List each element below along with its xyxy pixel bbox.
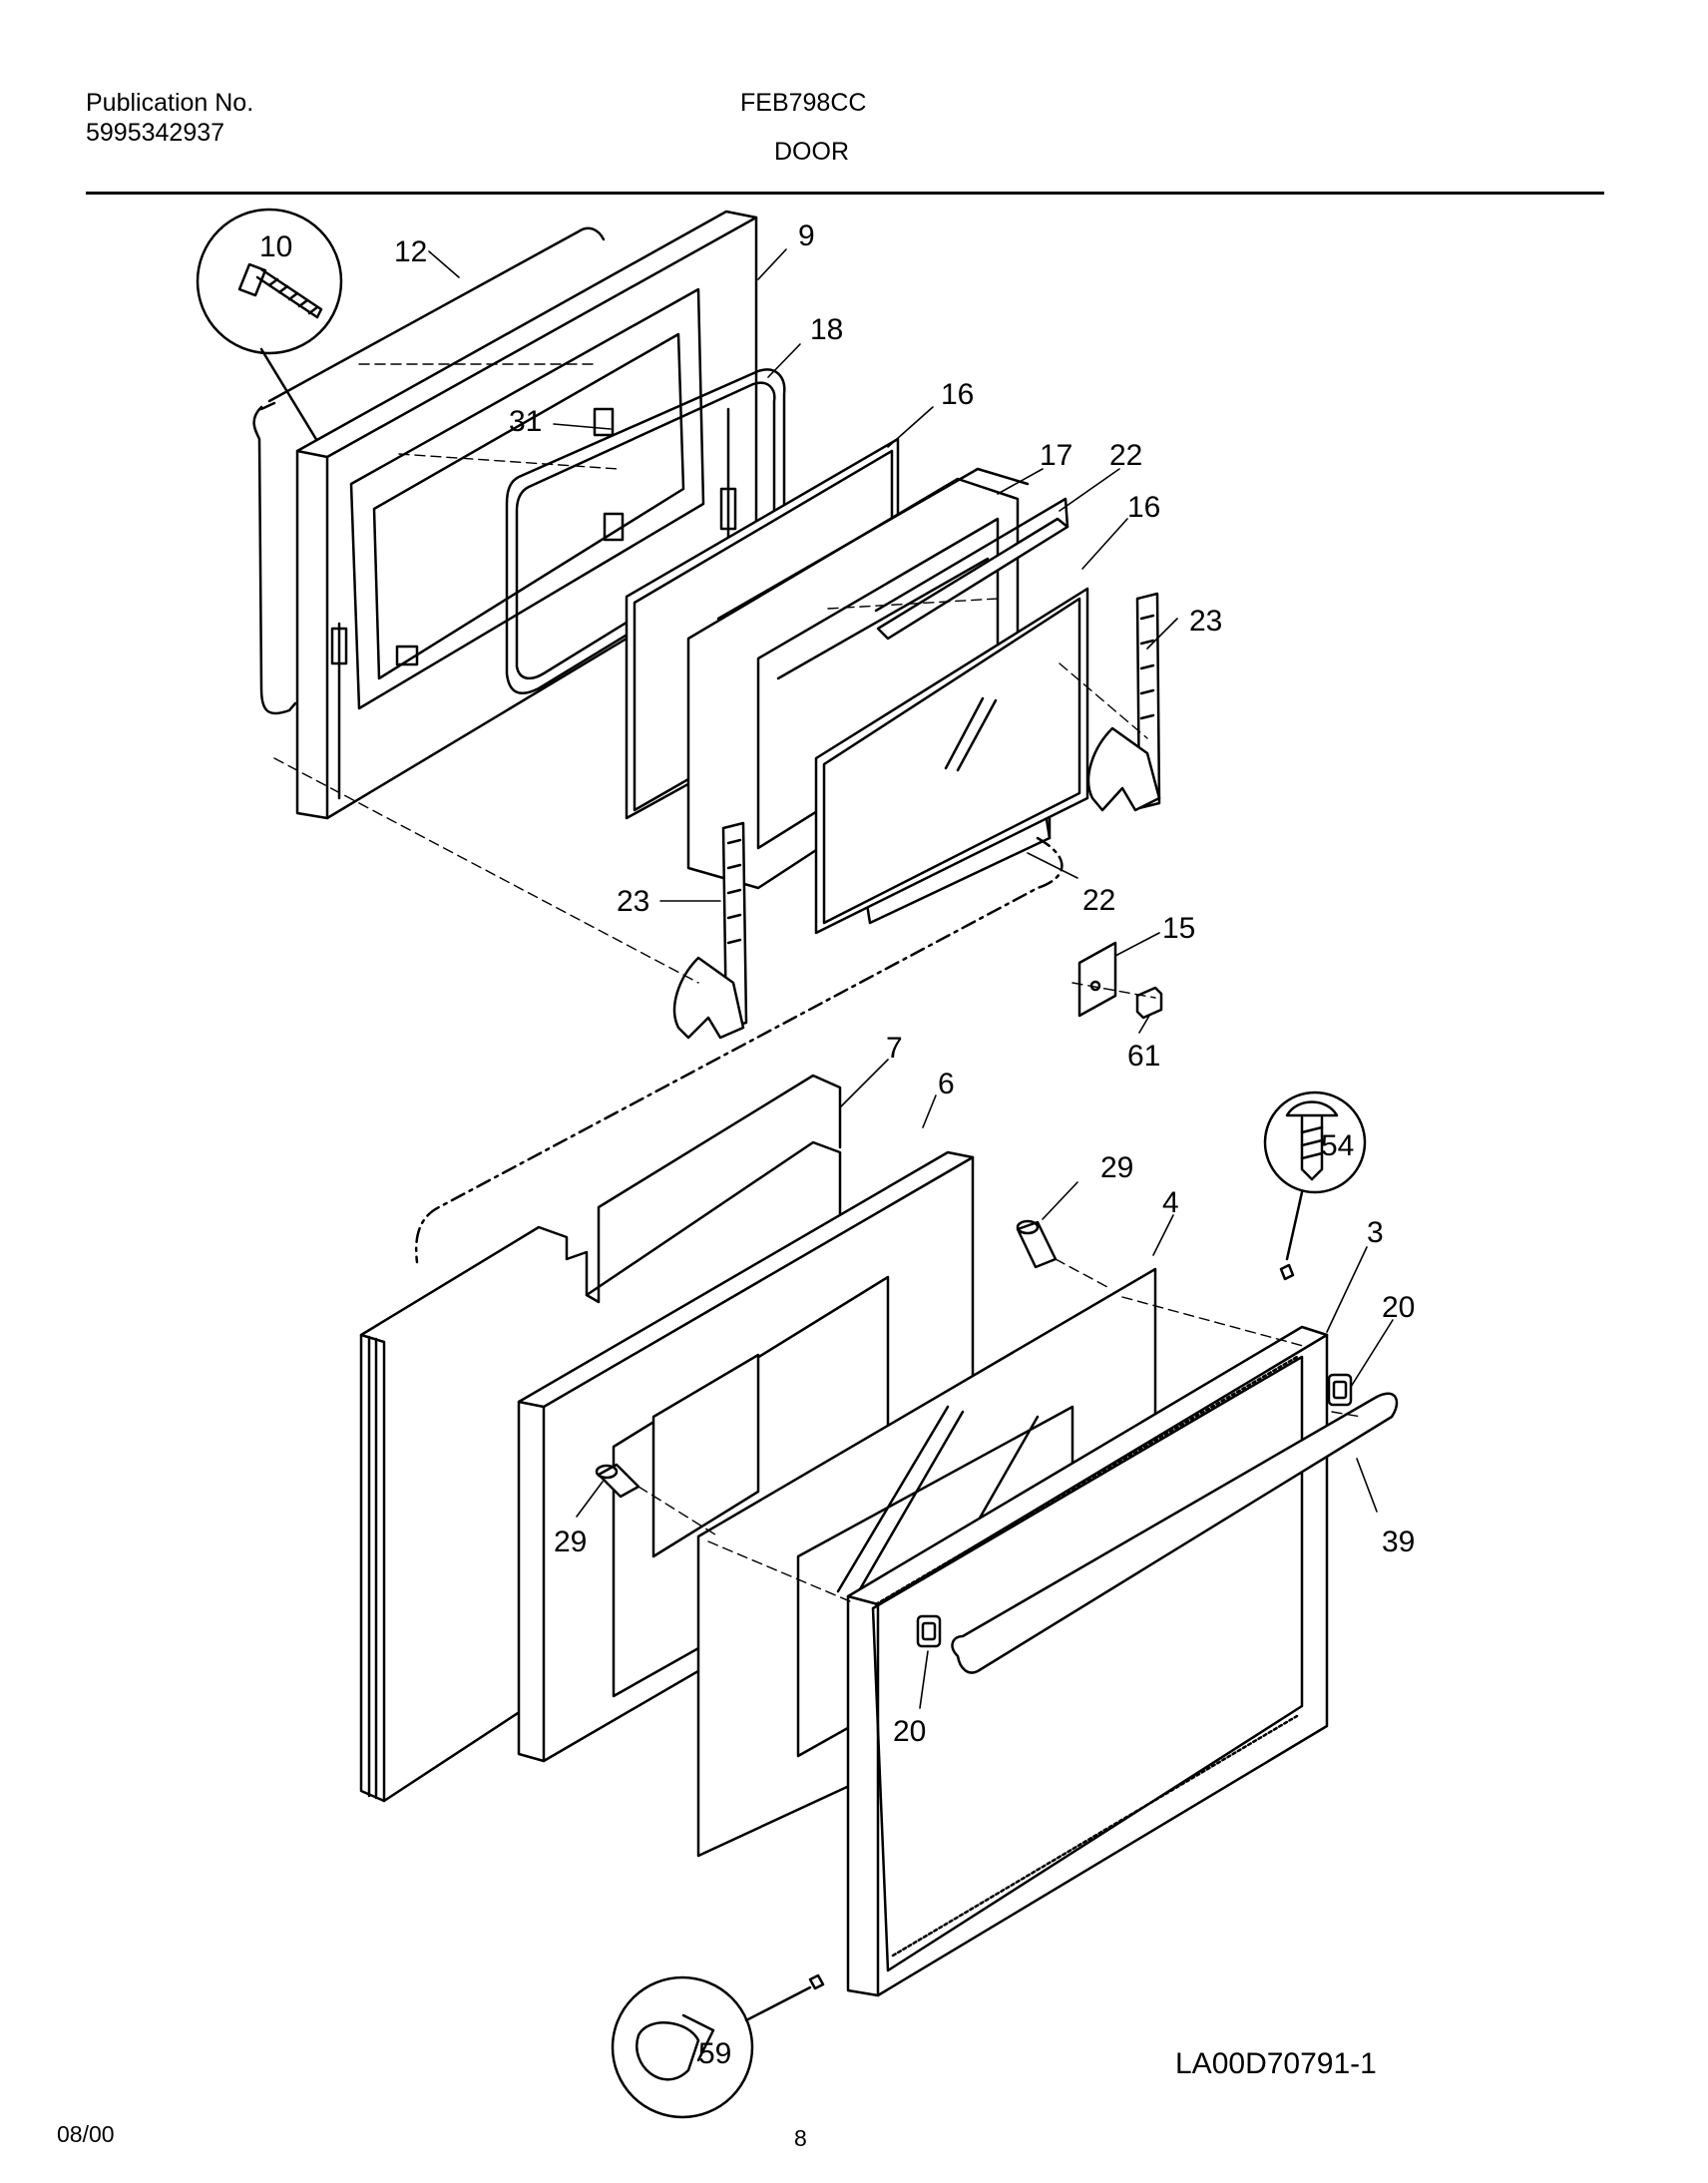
callout-29-lower: 29 [554, 1526, 587, 1558]
callout-3: 3 [1367, 1216, 1384, 1249]
part-22-top-channel [874, 497, 1069, 641]
part-59-plug-detail [611, 1973, 825, 2119]
part-16-glass-pane-front [814, 587, 1089, 935]
callout-31: 31 [509, 405, 542, 438]
header-rule [86, 192, 1604, 195]
callout-4: 4 [1162, 1186, 1179, 1219]
footer-date: 08/00 [57, 2121, 115, 2147]
publication-label: Publication No. [86, 89, 254, 117]
part-54-screw-detail [1263, 1091, 1367, 1281]
callout-15: 15 [1162, 912, 1195, 945]
callout-16-upper: 16 [941, 378, 974, 411]
callout-23-left: 23 [617, 885, 649, 918]
diagram-reference-code: LA00D70791-1 [1175, 2047, 1377, 2080]
callout-22-lower: 22 [1082, 884, 1115, 917]
leader-lines [428, 248, 1394, 1709]
callout-17: 17 [1040, 439, 1072, 472]
part-23-hinge-right [1086, 592, 1161, 812]
model-number: FEB798CC [740, 89, 867, 117]
callout-54: 54 [1321, 1129, 1354, 1162]
callout-29-upper: 29 [1100, 1151, 1133, 1184]
part-39-handle [951, 1392, 1399, 1674]
part-15-bracket [1077, 941, 1117, 1018]
page-number: 8 [794, 2125, 807, 2151]
callout-16-lower: 16 [1127, 491, 1160, 524]
part-20-endcap-right [1327, 1373, 1353, 1407]
part-12-gasket [252, 226, 606, 715]
part-61-spacer [1135, 986, 1163, 1020]
part-23-hinge-left [672, 821, 748, 1040]
callout-10: 10 [259, 230, 292, 263]
part-29-spacer-upper [1016, 1219, 1058, 1269]
section-title: DOOR [774, 138, 849, 166]
callout-59: 59 [698, 2037, 731, 2070]
callout-7: 7 [886, 1032, 903, 1065]
callout-9: 9 [798, 219, 815, 252]
part-9-inner-door-panel [295, 210, 758, 820]
part-20-endcap-left [916, 1614, 942, 1648]
callout-labels: 10 12 9 18 31 16 17 22 16 23 23 22 15 61… [259, 219, 1415, 2070]
callout-39: 39 [1382, 1526, 1415, 1558]
publication-number: 5995342937 [86, 119, 225, 147]
part-10-screw-detail [196, 208, 343, 443]
callout-20-left: 20 [893, 1715, 926, 1748]
callout-18: 18 [810, 313, 843, 346]
callout-12: 12 [394, 235, 427, 268]
callout-6: 6 [938, 1068, 955, 1100]
callout-22-upper: 22 [1109, 439, 1142, 472]
callout-20-right: 20 [1382, 1291, 1415, 1324]
alignment-lines [273, 363, 1363, 1602]
callout-61: 61 [1127, 1040, 1160, 1073]
part-6-inner-panel [517, 1150, 975, 1763]
callout-23-right: 23 [1189, 605, 1222, 638]
